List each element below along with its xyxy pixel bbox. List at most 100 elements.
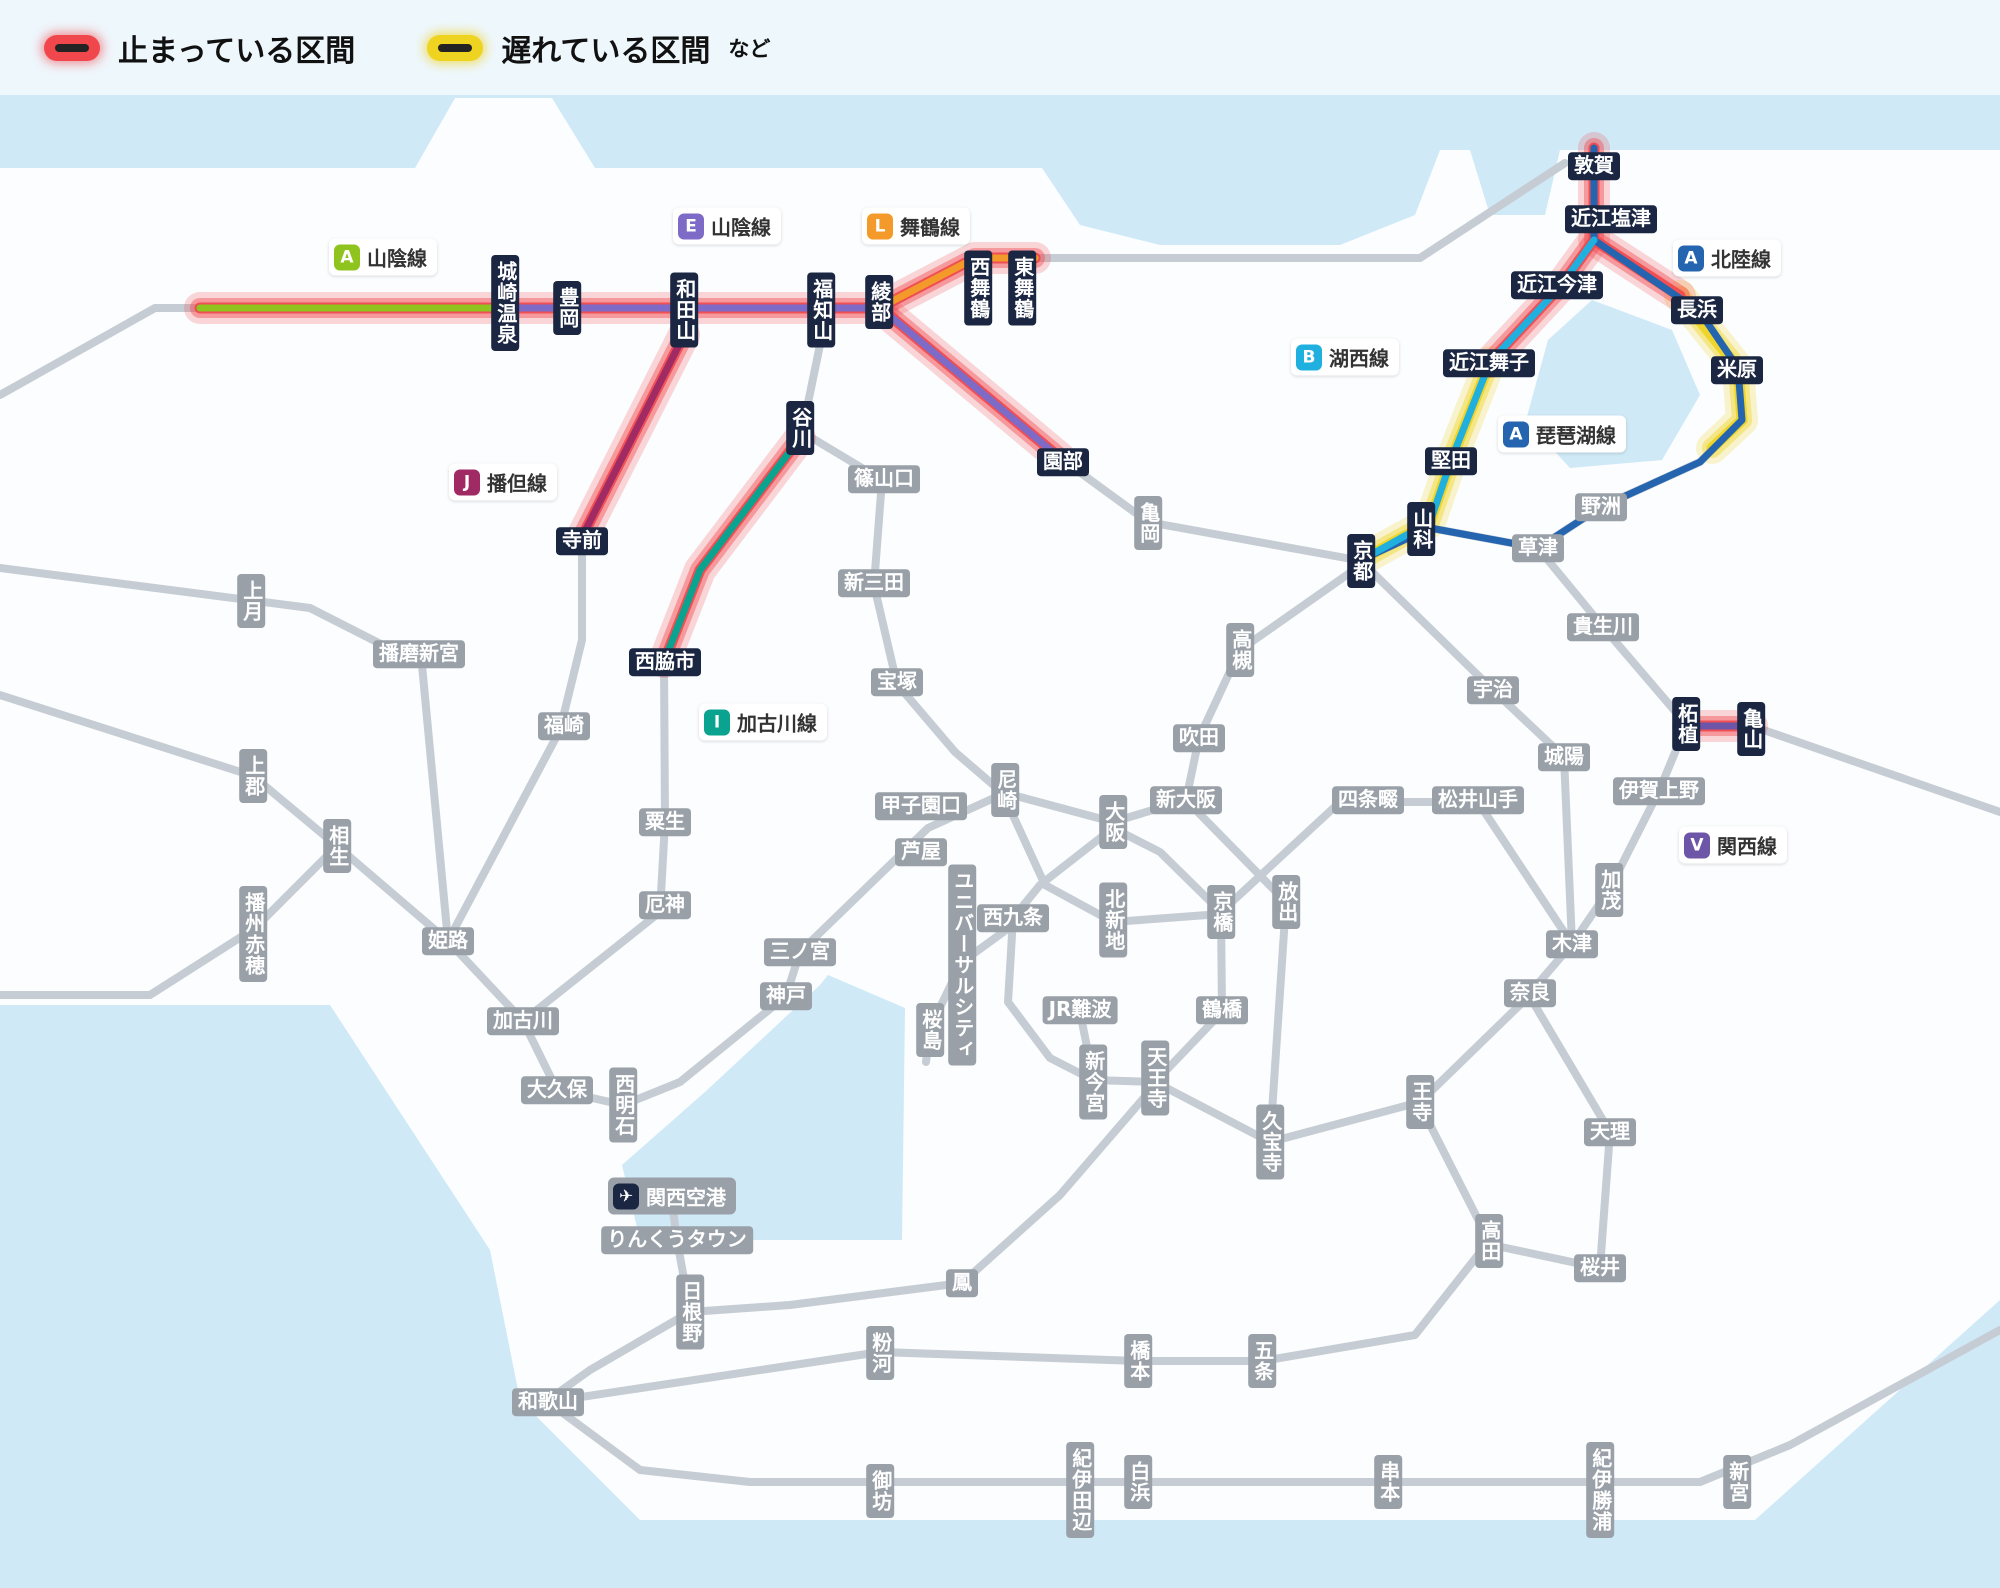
airplane-icon: ✈: [613, 1183, 639, 1209]
station-京都: 京都: [1347, 534, 1375, 588]
station-桜島: 桜島: [916, 1003, 944, 1057]
badge-label: 播但線: [487, 471, 547, 496]
station-綾部: 綾部: [865, 275, 893, 329]
delayed-section-icon: [427, 34, 484, 61]
station-鳳: 鳳: [946, 1269, 978, 1297]
station-篠山口: 篠山口: [848, 465, 920, 493]
station-大久保: 大久保: [521, 1076, 593, 1104]
station-加茂: 加茂: [1595, 863, 1623, 917]
station-亀山: 亀山: [1737, 702, 1765, 756]
station-甲子園口: 甲子園口: [875, 792, 967, 820]
station-西明石: 西明石: [609, 1067, 637, 1143]
badge-label: 加古川線: [737, 711, 817, 736]
station-橋本: 橋本: [1124, 1334, 1152, 1388]
station-紀伊田辺: 紀伊田辺: [1066, 1442, 1094, 1538]
badge-label: 関西線: [1717, 834, 1777, 859]
legend-delayed-suffix: など: [728, 36, 771, 61]
badge-label: 琵琶湖線: [1536, 423, 1616, 448]
station-JR難波: JR難波: [1042, 996, 1118, 1024]
line-letter-icon: V: [1684, 832, 1710, 858]
legend: 止まっている区間 遅れている区間など: [0, 0, 770, 95]
station-上月: 上月: [237, 574, 265, 628]
station-草津: 草津: [1512, 534, 1564, 562]
station-敦賀: 敦賀: [1568, 152, 1620, 180]
station-谷川: 谷川: [786, 401, 814, 455]
badge-関西空港: ✈ 関西空港: [608, 1177, 736, 1215]
station-日根野: 日根野: [676, 1274, 704, 1350]
station-北新地: 北新地: [1099, 882, 1127, 958]
station-三ノ宮: 三ノ宮: [764, 938, 836, 966]
station-ユニバーサルシティ: ユニバーサルシティ: [948, 864, 976, 1066]
rail-sakurai: [1488, 993, 1614, 1272]
stopped-section-icon: [44, 34, 100, 61]
badge-琵琶湖線: A 琵琶湖線: [1498, 415, 1626, 453]
station-堅田: 堅田: [1425, 447, 1477, 475]
badge-加古川線: I 加古川線: [699, 703, 827, 741]
station-白浜: 白浜: [1124, 1455, 1152, 1509]
station-近江舞子: 近江舞子: [1443, 349, 1535, 377]
station-天理: 天理: [1584, 1118, 1636, 1146]
station-りんくうタウン: りんくうタウン: [601, 1226, 753, 1254]
badge-label: 関西空港: [646, 1185, 726, 1210]
badge-播但線: J 播但線: [449, 463, 557, 501]
line-letter-icon: E: [678, 213, 704, 239]
badge-label: 北陸線: [1711, 247, 1771, 272]
station-城陽: 城陽: [1538, 743, 1590, 771]
station-奈良: 奈良: [1504, 979, 1556, 1007]
station-大阪: 大阪: [1099, 795, 1127, 849]
rail-tozai: [1001, 794, 1225, 926]
legend-item-delayed: 遅れている区間など: [427, 26, 770, 70]
station-串本: 串本: [1374, 1455, 1402, 1509]
station-放出: 放出: [1272, 875, 1300, 929]
station-芦屋: 芦屋: [895, 838, 947, 866]
line-letter-icon: J: [454, 469, 480, 495]
rail-kishin: [0, 564, 452, 945]
station-姫路: 姫路: [422, 927, 474, 955]
badge-label: 山陰線: [711, 215, 771, 240]
station-貴生川: 貴生川: [1567, 613, 1639, 641]
line-bantan-j: [578, 331, 688, 541]
station-御坊: 御坊: [866, 1464, 894, 1518]
badge-山陰線: E 山陰線: [673, 207, 781, 245]
station-五条: 五条: [1248, 1334, 1276, 1388]
stopped-core: [55, 43, 89, 52]
station-粉河: 粉河: [866, 1326, 894, 1380]
badge-label: 山陰線: [367, 246, 427, 271]
line-letter-icon: I: [704, 709, 730, 735]
station-播州赤穂: 播州赤穂: [239, 886, 267, 982]
station-新大阪: 新大阪: [1150, 786, 1222, 814]
station-久宝寺: 久宝寺: [1256, 1104, 1284, 1180]
station-福崎: 福崎: [538, 712, 590, 740]
station-吹田: 吹田: [1173, 724, 1225, 752]
station-四条畷: 四条畷: [1332, 786, 1404, 814]
station-西脇市: 西脇市: [629, 648, 701, 676]
line-hokuriku-biwako-a: [1357, 144, 1746, 564]
osaka-bay: [622, 975, 905, 1240]
station-城崎温泉: 城崎温泉: [491, 255, 519, 351]
station-鶴橋: 鶴橋: [1196, 996, 1248, 1024]
station-松井山手: 松井山手: [1432, 786, 1524, 814]
station-西九条: 西九条: [977, 904, 1049, 932]
station-播磨新宮: 播磨新宮: [373, 640, 465, 668]
line-letter-icon: A: [1503, 421, 1529, 447]
station-長浜: 長浜: [1671, 296, 1723, 324]
station-伊賀上野: 伊賀上野: [1613, 777, 1705, 805]
line-sagano-e: [879, 306, 1064, 462]
station-豊岡: 豊岡: [553, 281, 581, 335]
legend-item-stopped: 止まっている区間: [44, 26, 355, 70]
station-尼崎: 尼崎: [991, 763, 1019, 817]
rail-yamatoji: [1151, 991, 1534, 1146]
station-寺前: 寺前: [556, 527, 608, 555]
rail-gakkentoshi: [1217, 798, 1576, 948]
rail-hanwa: [544, 1081, 1159, 1404]
station-京橋: 京橋: [1207, 885, 1235, 939]
rail-sanyo-west: [0, 691, 452, 945]
badge-label: 湖西線: [1329, 346, 1389, 371]
station-近江今津: 近江今津: [1511, 271, 1603, 299]
station-高田: 高田: [1475, 1214, 1503, 1268]
station-粟生: 粟生: [639, 808, 691, 836]
station-福知山: 福知山: [807, 272, 835, 348]
